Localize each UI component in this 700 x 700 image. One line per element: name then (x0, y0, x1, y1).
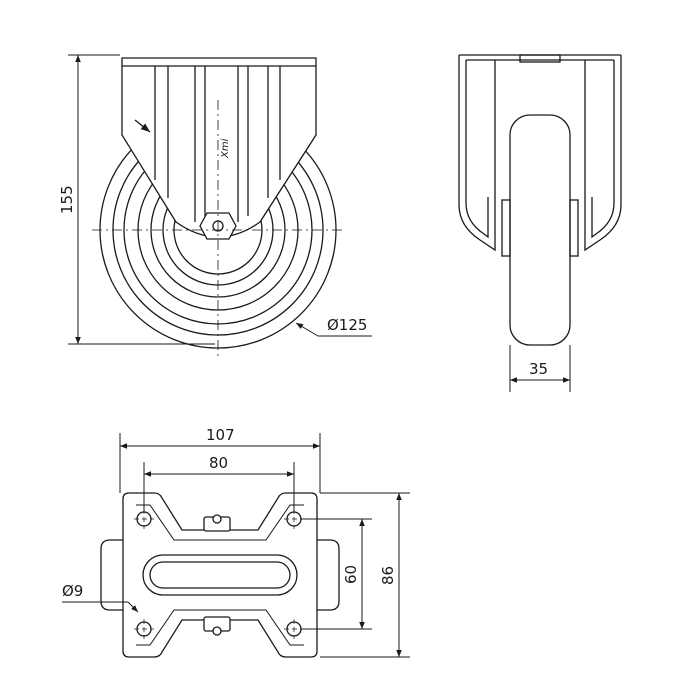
plate-view: 107 80 60 86 Ø9 (62, 426, 410, 658)
front-bracket (458, 54, 622, 252)
height-label: 155 (58, 185, 76, 214)
overall-width-dimension (119, 433, 321, 493)
width-dimension (509, 345, 571, 392)
front-view: 35 (458, 54, 622, 392)
overall-length-dimension (320, 492, 410, 658)
hole-diameter-leader (62, 601, 139, 613)
wheel-diameter-label: Ø125 (327, 316, 367, 334)
hole-spacing-x-dimension (143, 462, 295, 512)
overall-width-label: 107 (206, 426, 235, 444)
fork-bracket-side (121, 57, 317, 238)
wheel-front (501, 114, 579, 346)
hole-spacing-y-label: 60 (342, 565, 360, 584)
height-dimension (68, 54, 215, 345)
overall-length-label: 86 (379, 566, 397, 585)
wheel-width-label: 35 (529, 360, 548, 378)
hole-spacing-y-dimension (300, 518, 372, 630)
brand-mark: Xmi (220, 138, 231, 159)
wheel-top (100, 539, 340, 611)
side-view: Xmi 155 Ø125 (58, 54, 372, 360)
center-slot (142, 554, 298, 596)
axle-nut-top (203, 514, 231, 636)
center-lines-side (92, 100, 344, 360)
hole-diameter-label: Ø9 (62, 582, 83, 600)
diameter-leader (295, 322, 372, 337)
hole-spacing-x-label: 80 (209, 454, 228, 472)
mounting-plate (122, 492, 318, 658)
